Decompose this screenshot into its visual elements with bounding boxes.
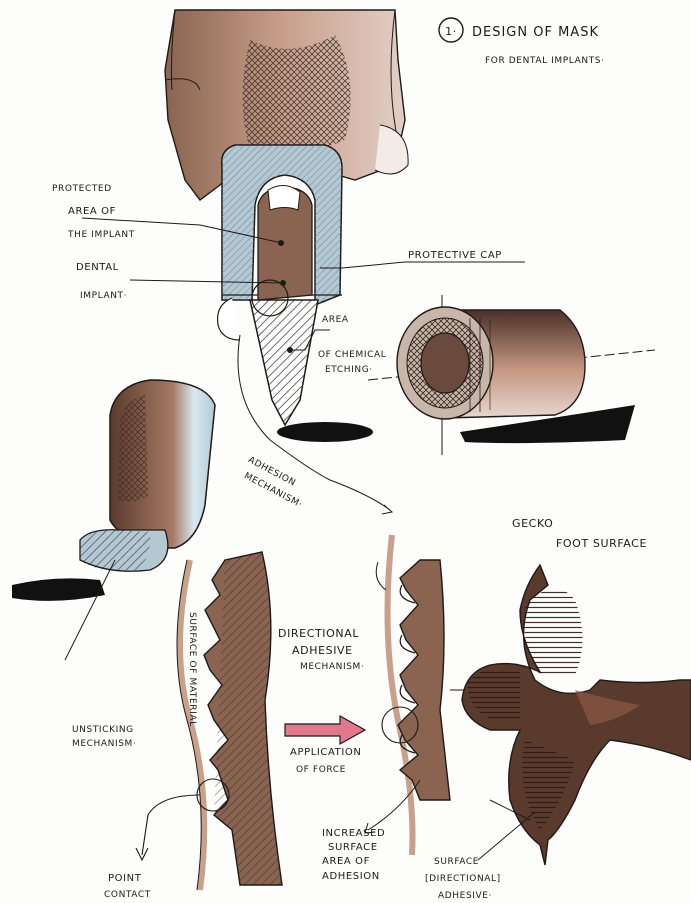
label-point-contact: POINT CONTACT	[104, 873, 151, 900]
label-point-line2: CONTACT	[104, 890, 151, 900]
label-gecko-line2: FOOT SURFACE	[556, 537, 647, 550]
label-protective-cap: PROTECTIVE CAP	[408, 250, 502, 261]
etched-cylinder	[368, 295, 655, 455]
label-unsticking-line2: MECHANISM·	[72, 739, 136, 749]
label-increased-surface: INCREASED SURFACE AREA OF ADHESION	[322, 828, 385, 882]
title-line1: DESIGN OF MASK	[472, 25, 599, 40]
label-dental-line2: IMPLANT·	[80, 291, 127, 301]
label-increased-line3: AREA OF	[322, 856, 370, 867]
label-dental-line1: DENTAL	[76, 262, 119, 273]
label-application-of-force: APPLICATION OF FORCE	[290, 747, 361, 775]
label-surfdir-line3: ADHESIVE·	[438, 891, 492, 901]
label-gecko-line1: GECKO	[512, 517, 553, 530]
label-surfdir-line2: [DIRECTIONAL]	[425, 874, 501, 884]
label-unsticking: UNSTICKING MECHANISM·	[72, 725, 136, 749]
label-directional-line2: ADHESIVE	[292, 644, 353, 657]
label-directional-line3: MECHANISM·	[300, 662, 364, 672]
comb-adhesive-left	[136, 552, 282, 890]
title-block: 1· DESIGN OF MASK FOR DENTAL IMPLANTS·	[439, 18, 605, 66]
label-dental-implant: DENTAL IMPLANT·	[76, 262, 127, 301]
label-increased-line4: ADHESION	[322, 871, 380, 882]
label-increased-line2: SURFACE	[328, 842, 378, 853]
label-point-line1: POINT	[108, 873, 142, 884]
label-surface-directional: SURFACE [DIRECTIONAL] ADHESIVE·	[425, 857, 501, 901]
label-protected-line1: PROTECTED	[52, 184, 112, 194]
force-arrow	[285, 716, 365, 744]
label-directional-adhesive: DIRECTIONAL ADHESIVE MECHANISM·	[278, 627, 364, 672]
label-increased-line1: INCREASED	[322, 828, 385, 839]
label-etching-line3: ETCHING·	[325, 365, 373, 375]
label-protected-line2: AREA OF	[68, 206, 116, 217]
label-chemical-etching: AREA OF CHEMICAL ETCHING·	[318, 315, 386, 375]
label-surface-of-material: SURFACE OF MATERIAL	[187, 612, 197, 727]
label-etching-line2: OF CHEMICAL	[318, 350, 386, 360]
gecko-foot	[462, 565, 691, 865]
label-protected-area: PROTECTED AREA OF THE IMPLANT	[52, 184, 135, 240]
title-line2: FOR DENTAL IMPLANTS·	[485, 56, 605, 66]
label-unsticking-line1: UNSTICKING	[72, 725, 134, 735]
label-surfdir-line1: SURFACE	[434, 857, 479, 867]
label-etching-line1: AREA	[322, 315, 349, 325]
label-directional-line1: DIRECTIONAL	[278, 627, 359, 640]
label-force-line2: OF FORCE	[296, 765, 346, 775]
removed-cap	[12, 380, 215, 660]
label-force-line1: APPLICATION	[290, 747, 361, 758]
label-adhesion-mechanism: ADHESION MECHANISM·	[239, 455, 312, 510]
label-gecko: GECKO FOOT SURFACE	[512, 517, 647, 550]
title-number: 1·	[445, 25, 457, 38]
label-protected-line3: THE IMPLANT	[67, 230, 135, 240]
